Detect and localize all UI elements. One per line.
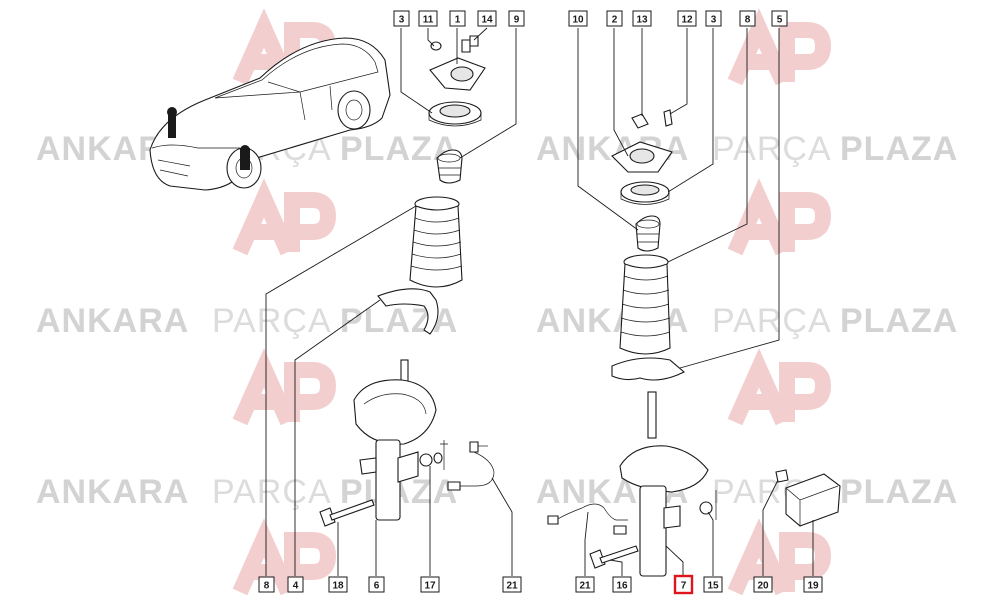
left-strut-body [353,359,437,521]
left-top-mount [429,35,486,91]
left-strut-bearing [428,101,482,127]
svg-text:6: 6 [374,581,380,592]
svg-text:16: 16 [616,581,628,592]
svg-text:1: 1 [455,15,461,26]
callout-19: 19 [803,576,823,593]
svg-text:ANKARA: ANKARA [36,473,189,511]
right-strut-bearing [620,181,670,205]
svg-text:5: 5 [777,15,783,26]
watermark-row-2: ANKARA PARÇA PLAZA ANKARA PARÇA PLAZA [36,302,958,340]
svg-text:PLAZA: PLAZA [840,473,958,511]
right-nut-washer [699,490,717,520]
callout-8-top-right: 8 [739,10,756,27]
svg-text:15: 15 [707,581,719,592]
right-strut-assembly [547,109,841,577]
callout-20: 20 [753,576,773,593]
left-mounting-bolt [319,499,375,527]
callout-14: 14 [477,10,497,27]
right-spring-seat [611,357,685,381]
svg-text:10: 10 [572,15,584,26]
control-module [775,469,841,527]
callout-21-left: 21 [502,576,522,593]
svg-text:PARÇA: PARÇA [712,302,832,340]
car-illustration [149,37,391,191]
right-abs-sensor-wire [547,503,628,535]
callout-6: 6 [368,576,385,593]
svg-text:14: 14 [481,15,493,26]
svg-text:12: 12 [681,15,693,26]
svg-text:13: 13 [636,15,648,26]
svg-text:ANKARA: ANKARA [36,302,189,340]
right-mounting-bolt [589,545,639,569]
svg-text:PARÇA: PARÇA [212,302,332,340]
svg-text:PARÇA: PARÇA [712,130,832,168]
callout-9: 9 [508,10,525,27]
right-dust-boot [619,254,671,355]
right-top-hardware [631,109,673,129]
watermark-logo-marks [232,8,832,596]
callout-13: 13 [632,10,652,27]
svg-text:8: 8 [264,581,270,592]
svg-text:19: 19 [807,581,819,592]
left-spring-seat [377,288,439,335]
svg-text:20: 20 [757,581,769,592]
callout-12: 12 [677,10,697,27]
right-bump-stop [635,215,661,252]
svg-text:9: 9 [514,15,520,26]
left-dust-boot [409,196,463,288]
svg-text:21: 21 [579,581,591,592]
callout-3-top-right: 3 [705,10,722,27]
callout-3-top-left: 3 [393,10,410,27]
callout-7-highlighted: 7 [673,574,694,595]
svg-text:PLAZA: PLAZA [340,302,458,340]
right-top-mount [611,141,673,173]
svg-text:4: 4 [293,581,299,592]
svg-text:21: 21 [506,581,518,592]
svg-text:ANKARA: ANKARA [536,130,689,168]
callout-11: 11 [418,10,438,27]
svg-text:PLAZA: PLAZA [840,302,958,340]
callout-8-bottom-left: 8 [258,576,275,593]
callout-15: 15 [703,576,723,593]
left-abs-sensor-wire [447,441,495,491]
svg-text:7: 7 [681,581,687,592]
callout-2: 2 [606,10,623,27]
callout-4: 4 [287,576,304,593]
callout-1: 1 [449,10,466,27]
svg-text:2: 2 [612,15,618,26]
callout-10: 10 [568,10,588,27]
callout-18: 18 [328,576,348,593]
leader-lines [265,27,814,576]
svg-text:18: 18 [332,581,344,592]
callout-5: 5 [771,10,788,27]
svg-text:3: 3 [711,15,717,26]
left-bump-stop [436,149,463,184]
svg-text:17: 17 [424,581,436,592]
svg-text:3: 3 [399,15,405,26]
svg-text:PLAZA: PLAZA [840,130,958,168]
callout-21-right: 21 [575,576,595,593]
left-strut-assembly [319,35,495,527]
svg-text:8: 8 [745,15,751,26]
svg-text:PARÇA: PARÇA [212,473,332,511]
right-strut-body [619,391,709,577]
left-nut-washer [419,440,448,470]
callout-17: 17 [420,576,440,593]
callout-16: 16 [612,576,632,593]
svg-text:11: 11 [423,15,434,26]
callout-labels: 3 11 1 14 9 10 2 13 [258,10,823,595]
